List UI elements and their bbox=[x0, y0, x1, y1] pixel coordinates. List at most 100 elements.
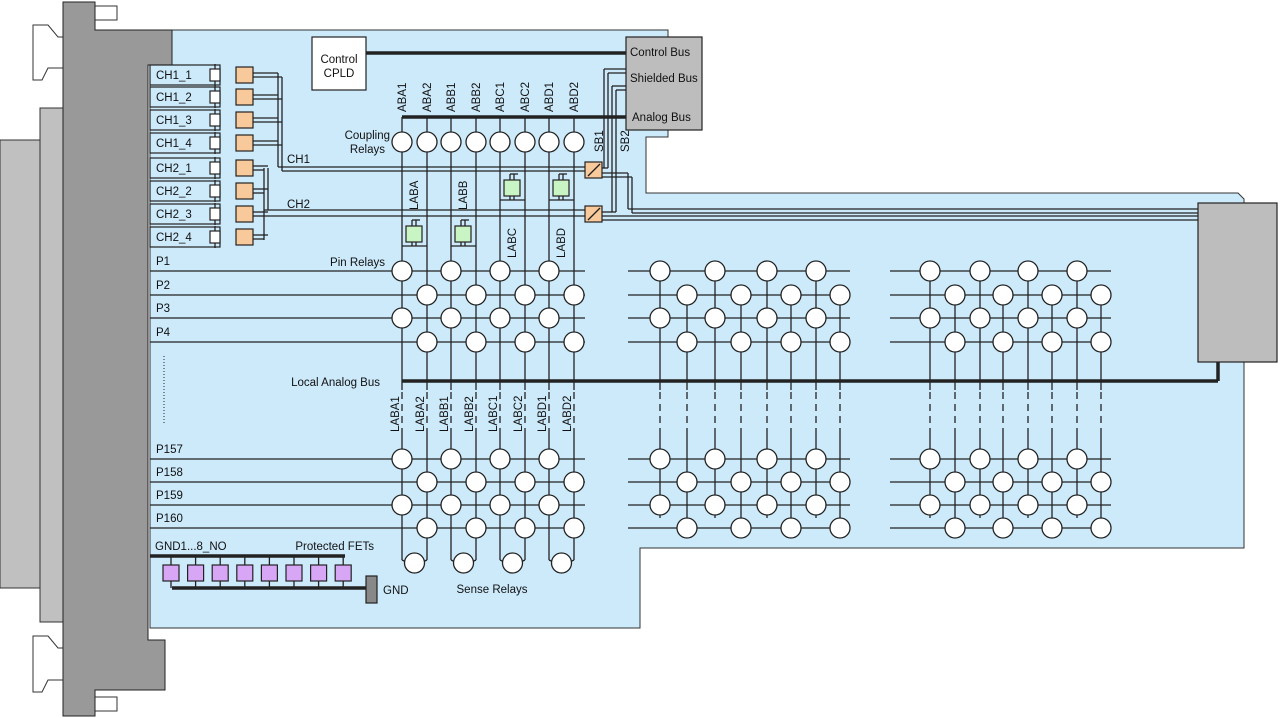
pin-relay bbox=[829, 517, 851, 539]
lab-label: LABC bbox=[507, 228, 519, 258]
pin-relay bbox=[969, 494, 991, 516]
top-tab bbox=[94, 5, 118, 21]
pin-relay bbox=[416, 517, 438, 539]
pin-relay bbox=[649, 494, 671, 516]
bottom-tab bbox=[94, 696, 118, 712]
pin-relay bbox=[676, 331, 698, 353]
pin-relay bbox=[440, 494, 462, 516]
pin-relay bbox=[1017, 260, 1039, 282]
pin-relay bbox=[465, 517, 487, 539]
coupling-relay bbox=[440, 131, 462, 153]
coupling-relay bbox=[465, 131, 487, 153]
pin-relay bbox=[1090, 471, 1112, 493]
pin-relay bbox=[944, 471, 966, 493]
pin-relay bbox=[676, 517, 698, 539]
protected-fet bbox=[211, 564, 229, 582]
ch2-label: CH2 bbox=[287, 199, 310, 211]
pin-relay bbox=[416, 284, 438, 306]
pin-relay bbox=[944, 331, 966, 353]
coupling-relay bbox=[489, 131, 511, 153]
pin-relay bbox=[780, 331, 802, 353]
pin-relays-label: Pin Relays bbox=[330, 257, 385, 269]
pin-relay bbox=[730, 517, 752, 539]
control-cpld-label: Control bbox=[320, 54, 357, 66]
pin-relay bbox=[1090, 331, 1112, 353]
sense-relay bbox=[452, 552, 475, 574]
lab-label: LABA bbox=[409, 180, 421, 210]
control-bus-label: Control Bus bbox=[630, 47, 690, 59]
pin-relay bbox=[730, 471, 752, 493]
coupling-relays-label: Relays bbox=[350, 144, 385, 156]
pin-label: P159 bbox=[156, 490, 183, 502]
gnd-no-label: GND1...8_NO bbox=[155, 541, 227, 553]
pin-relay bbox=[391, 307, 413, 329]
pin-relay bbox=[440, 260, 462, 282]
pin-relay bbox=[780, 517, 802, 539]
protected-fet bbox=[285, 564, 303, 582]
channel-label: CH1_1 bbox=[156, 70, 192, 82]
top-handle bbox=[32, 24, 64, 81]
pin-relay bbox=[780, 471, 802, 493]
pin-label: P158 bbox=[156, 467, 183, 479]
pin-relay bbox=[944, 517, 966, 539]
pin-relay bbox=[676, 471, 698, 493]
pin-relay bbox=[704, 307, 726, 329]
pin-relay bbox=[805, 260, 827, 282]
pin-relay bbox=[416, 331, 438, 353]
pin-relay bbox=[489, 448, 511, 470]
pin-relay bbox=[1041, 517, 1063, 539]
backplane-bus-connector bbox=[625, 36, 703, 131]
wire bbox=[587, 207, 601, 221]
local-analog-bus-label: Local Analog Bus bbox=[291, 377, 380, 389]
pin-relay bbox=[563, 331, 585, 353]
local-analog-bus-relay bbox=[454, 225, 472, 243]
channel-label: CH2_1 bbox=[156, 163, 192, 175]
pin-relay bbox=[676, 284, 698, 306]
pin-relay bbox=[919, 448, 941, 470]
pin-relay bbox=[780, 284, 802, 306]
pin-relay bbox=[919, 307, 941, 329]
pin-relay bbox=[829, 331, 851, 353]
protected-fet bbox=[162, 564, 180, 582]
pin-relay bbox=[514, 471, 536, 493]
channel-label: CH2_4 bbox=[156, 232, 192, 244]
protected-fet bbox=[187, 564, 205, 582]
protected-fet bbox=[236, 564, 254, 582]
pin-relay bbox=[563, 471, 585, 493]
pin-relay bbox=[992, 517, 1014, 539]
protected-fets-label: Protected FETs bbox=[295, 541, 374, 553]
coupling-relays-label: Coupling bbox=[345, 130, 390, 142]
pin-relay bbox=[649, 307, 671, 329]
protection-relay bbox=[235, 228, 254, 246]
local-analog-bus-relay bbox=[405, 225, 423, 243]
pin-relay bbox=[1041, 284, 1063, 306]
pin-relay bbox=[756, 494, 778, 516]
analog-bus-line-label: ABC1 bbox=[495, 82, 507, 112]
lab-label: LABD bbox=[556, 228, 568, 258]
pin-relay bbox=[969, 260, 991, 282]
pin-relay bbox=[919, 494, 941, 516]
pin-relay bbox=[1066, 260, 1088, 282]
pin-relay bbox=[704, 260, 726, 282]
pin-relay bbox=[805, 448, 827, 470]
front-panel bbox=[62, 1, 173, 717]
analog-bus-line-label: ABA2 bbox=[422, 83, 434, 112]
pin-relay bbox=[465, 471, 487, 493]
series-resistor bbox=[209, 184, 221, 198]
series-resistor bbox=[209, 90, 221, 104]
protected-fet bbox=[310, 564, 328, 582]
pin-relay bbox=[704, 448, 726, 470]
gnd-terminal bbox=[365, 575, 378, 604]
coupling-relay bbox=[563, 131, 585, 153]
sense-relay bbox=[501, 552, 524, 574]
channel-label: CH2_3 bbox=[156, 209, 192, 221]
pin-relay bbox=[538, 448, 560, 470]
bottom-handle bbox=[32, 635, 64, 693]
pin-relay bbox=[489, 494, 511, 516]
channel-label: CH1_3 bbox=[156, 115, 192, 127]
shielded-bus-label: Shielded Bus bbox=[630, 73, 698, 85]
local-line-label: LABA2 bbox=[415, 396, 427, 432]
pin-relay bbox=[1066, 448, 1088, 470]
channel-label: CH2_2 bbox=[156, 186, 192, 198]
sense-relays-label: Sense Relays bbox=[457, 584, 528, 596]
